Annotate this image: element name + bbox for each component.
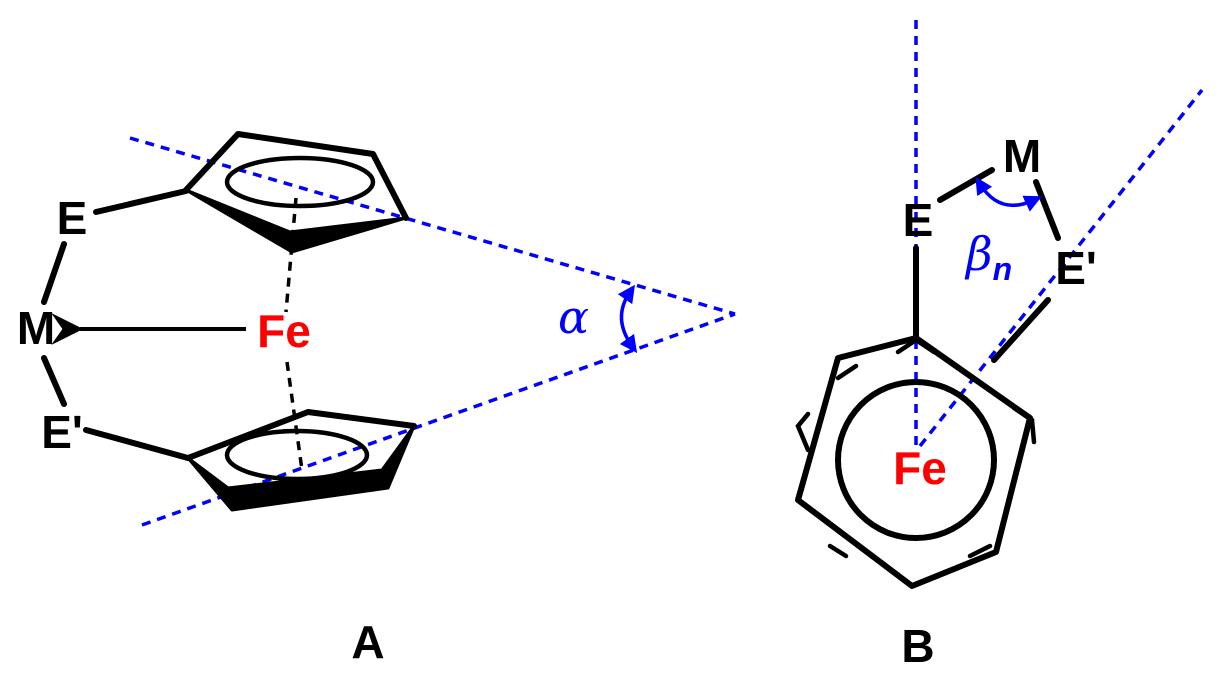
- beta-angle-label: βn: [964, 227, 1012, 287]
- atom-e-label-b: E: [903, 194, 934, 246]
- e-to-m-bond-b: [937, 167, 995, 203]
- structure-a-caption: A: [351, 616, 384, 668]
- fe-upper-ring-dashed-bond: [284, 197, 298, 313]
- beta-angle-arc: [975, 176, 1042, 212]
- ring-aromatic-circle: [835, 379, 997, 541]
- diagonal-axis-guide: [918, 88, 1204, 448]
- upper-ring-plane-guide: [129, 136, 736, 316]
- lower-ring-aromatic-circle: [224, 428, 370, 482]
- beta-subscript: n: [993, 251, 1013, 287]
- e-to-m-bond: [41, 241, 67, 305]
- e-to-upper-ring-bond: [93, 188, 189, 215]
- atom-e-prime-label-b: E': [1055, 242, 1097, 294]
- upper-ring-aromatic-circle: [224, 155, 376, 209]
- atom-m-label: M: [17, 302, 55, 354]
- e-prime-to-lower-ring-bond: [83, 427, 191, 461]
- upper-cp-ring: [183, 131, 409, 254]
- structure-b-caption: B: [901, 620, 934, 672]
- alpha-angle-label: α: [558, 290, 589, 344]
- atom-m-label-b: M: [1003, 130, 1041, 182]
- m-to-e-prime-bond: [41, 355, 67, 407]
- fe-lower-ring-dashed-bond: [285, 361, 304, 471]
- atom-fe-label: Fe: [257, 305, 311, 357]
- atom-e-prime-label: E': [41, 406, 83, 458]
- ring-to-e-prime-bond: [991, 297, 1051, 363]
- structure-a: α E M E' Fe A: [17, 131, 736, 668]
- atom-e-label: E: [57, 192, 88, 244]
- alpha-angle-arc: [617, 284, 638, 354]
- m-to-e-prime-bond-b: [1033, 179, 1061, 241]
- atom-fe-label-b: Fe: [893, 442, 947, 494]
- beta-symbol: β: [964, 227, 993, 281]
- structure-b: βn E M E' Fe B: [795, 20, 1204, 672]
- upper-ring-wedge: [184, 188, 408, 254]
- lower-ring-wedge: [186, 424, 416, 512]
